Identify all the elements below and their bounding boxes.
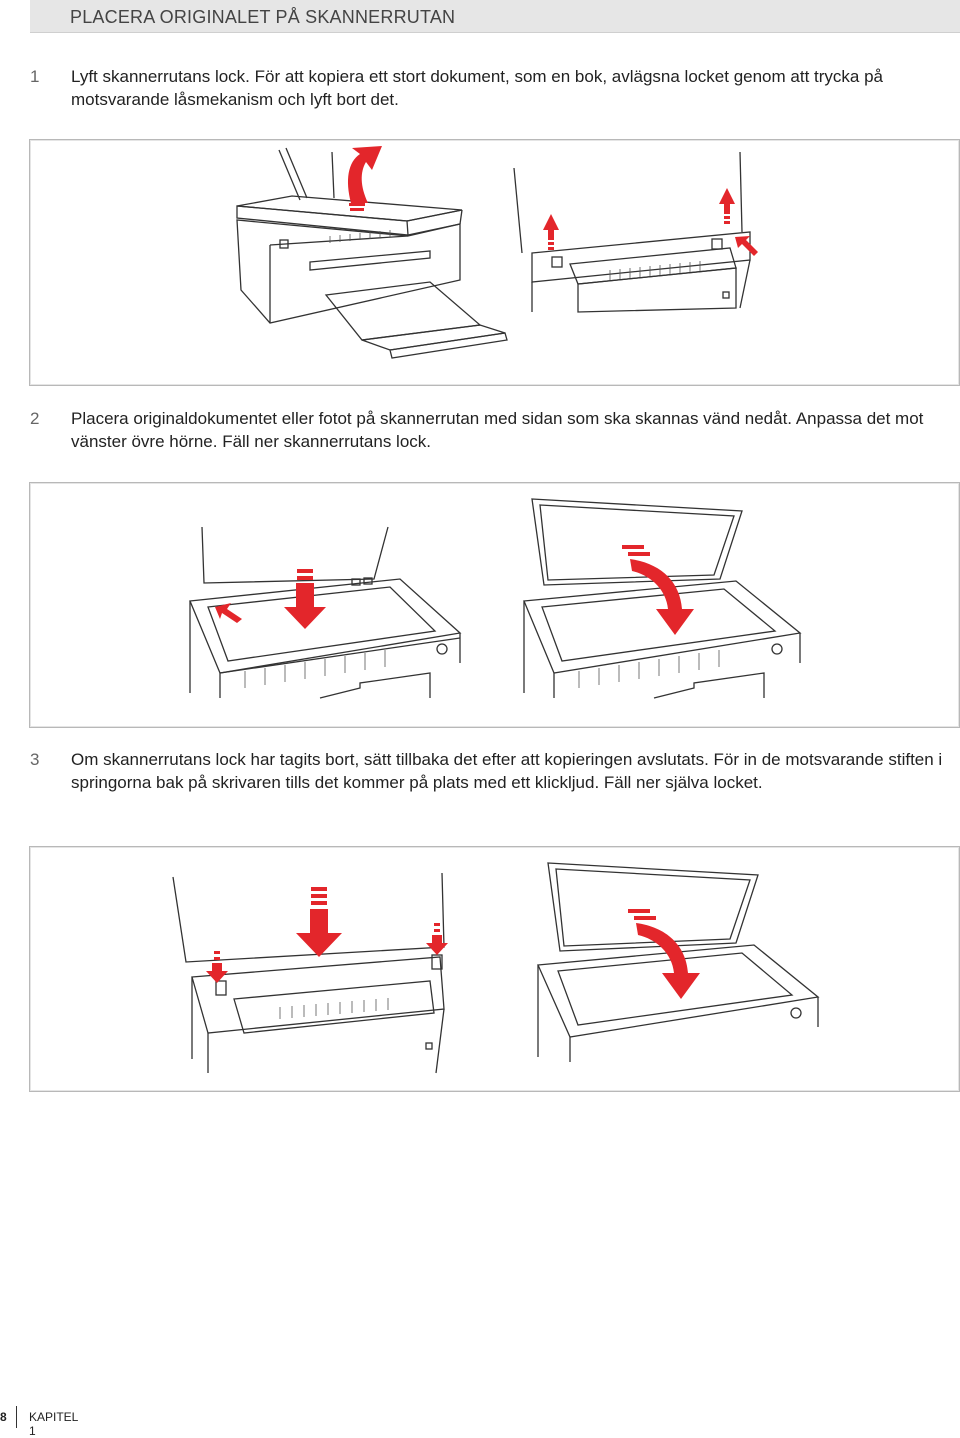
latch-arrows <box>543 188 758 256</box>
place-original-illustration <box>189 498 802 699</box>
printer-lid-lift-illustration <box>236 146 758 359</box>
reattach-lid-illustration <box>172 862 820 1074</box>
chapter-label: KAPITEL 1 <box>29 1410 78 1438</box>
scanner-right-slots <box>578 650 720 688</box>
step-text: Lyft skannerrutans lock. För att kopiera… <box>71 67 883 109</box>
place-down-arrow <box>215 569 326 629</box>
illustration-panel-2 <box>29 482 960 728</box>
printer-drawing-left <box>236 147 508 359</box>
step-number: 3 <box>30 750 40 769</box>
scanner-left-slots <box>244 650 386 688</box>
printer-drawing-right <box>513 151 751 313</box>
insert-arrows <box>206 887 448 983</box>
gear-teeth <box>609 261 701 280</box>
close-lid-arrow <box>622 545 694 635</box>
step-text: Placera originaldokumentet eller fotot p… <box>71 409 924 451</box>
lid-reattach-drawing <box>172 872 445 1074</box>
illustration-panel-3 <box>29 846 960 1092</box>
lift-arrow <box>348 146 382 211</box>
footer-rule <box>16 1406 17 1428</box>
step-number: 2 <box>30 409 40 428</box>
hinge-teeth <box>279 998 389 1019</box>
section-title: PLACERA ORIGINALET PÅ SKANNERRUTAN <box>70 7 456 27</box>
scanner-right <box>523 498 802 699</box>
page-number: 8 <box>0 1410 7 1424</box>
close-arrow <box>628 909 700 999</box>
scanner-left <box>189 526 462 699</box>
step-text: Om skannerrutans lock har tagits bort, s… <box>71 750 943 792</box>
step-number: 1 <box>30 67 40 86</box>
section-header-bar <box>30 0 960 33</box>
illustration-panel-1 <box>29 139 960 386</box>
lid-close-drawing <box>537 862 820 1062</box>
front-panel-slots <box>329 230 391 243</box>
